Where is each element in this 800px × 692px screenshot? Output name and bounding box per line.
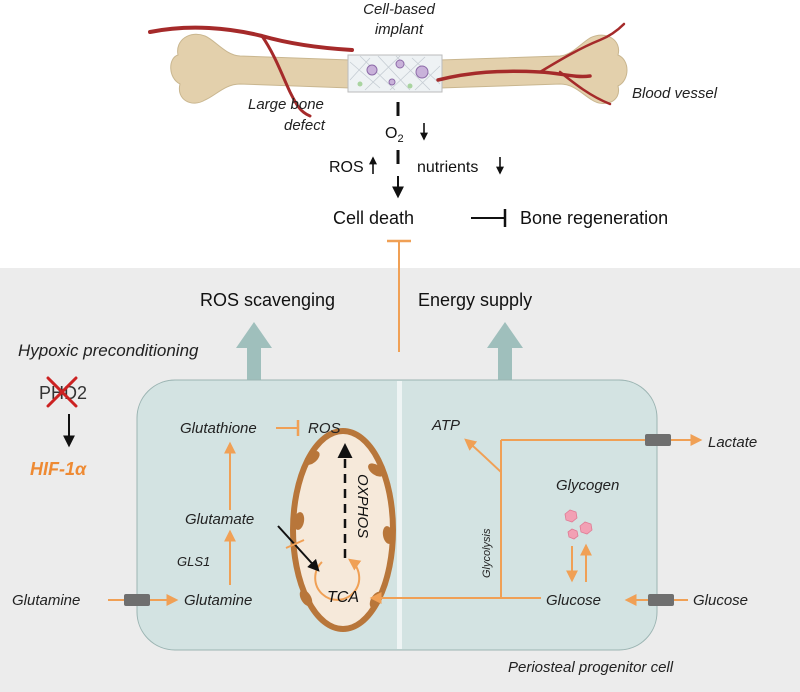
lactate-transporter xyxy=(645,434,671,446)
hif-1a-label: HIF-1α xyxy=(30,459,87,479)
glutamate-label: Glutamate xyxy=(185,511,254,528)
mitochondrion xyxy=(290,428,396,632)
glycogen-label: Glycogen xyxy=(556,477,619,494)
cell-divider xyxy=(397,381,402,649)
ros-cell-label: ROS xyxy=(308,420,341,437)
tca-label: TCA xyxy=(327,589,359,606)
cell-death-label: Cell death xyxy=(333,208,414,228)
blood-vessels xyxy=(148,22,626,118)
cell-implant xyxy=(347,54,443,93)
glucose-out-label: Glucose xyxy=(693,592,748,609)
blood-vessel-label: Blood vessel xyxy=(632,85,718,102)
nutrients-label: nutrients xyxy=(417,159,478,176)
glutamine-transporter xyxy=(124,594,150,606)
ros-scavenging-label: ROS scavenging xyxy=(200,290,335,310)
ros-label: ROS xyxy=(329,159,364,176)
glutamate-entry-bar xyxy=(285,539,305,549)
defect-label-line2: defect xyxy=(284,117,326,134)
bone-right-segment xyxy=(439,34,628,104)
bone-left-segment xyxy=(170,33,351,104)
glutamate-to-tca-arrow xyxy=(277,525,320,572)
glutathione-label: Glutathione xyxy=(180,420,257,437)
tca-cycle-icon xyxy=(314,558,362,601)
glycogen-icon xyxy=(564,509,593,540)
bone-illustration xyxy=(148,22,628,118)
atp-label: ATP xyxy=(431,417,460,434)
glutamine-in-label: Glutamine xyxy=(184,592,252,609)
ros-scavenging-arrow xyxy=(236,322,272,384)
energy-supply-arrow xyxy=(487,322,523,384)
defect-label-line1: Large bone xyxy=(248,96,324,113)
phd2-inhibited-cross-icon xyxy=(46,376,78,408)
glucose-in-label: Glucose xyxy=(546,592,601,609)
glycolysis-to-atp-arrow xyxy=(464,438,502,473)
implant-label-line1: Cell-based xyxy=(363,1,435,18)
glycolysis-label: Glycolysis xyxy=(481,528,493,578)
hypoxic-preconditioning-label: Hypoxic preconditioning xyxy=(18,341,199,360)
glucose-transporter xyxy=(648,594,674,606)
glutamine-out-label: Glutamine xyxy=(12,592,80,609)
energy-supply-label: Energy supply xyxy=(418,290,532,310)
implant-label-line2: implant xyxy=(375,21,424,38)
oxphos-label: OXPHOS xyxy=(354,474,371,538)
oxygen-label: O2 xyxy=(385,125,404,145)
periosteal-cell-label: Periosteal progenitor cell xyxy=(508,659,674,676)
bone-regeneration-label: Bone regeneration xyxy=(520,208,668,228)
lactate-label: Lactate xyxy=(708,434,757,451)
gls1-label: GLS1 xyxy=(177,554,210,569)
